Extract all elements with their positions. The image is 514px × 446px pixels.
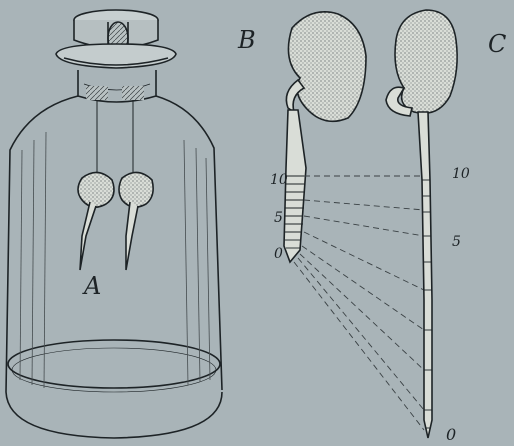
- seedling-a-right: [119, 172, 153, 270]
- label-a: A: [82, 272, 101, 300]
- seedling-a-left: [78, 172, 114, 270]
- jar-body: [6, 96, 222, 438]
- threads: [97, 100, 133, 180]
- correspondence-lines: [294, 176, 424, 430]
- label-c: C: [488, 30, 506, 58]
- jar-a: [6, 10, 222, 438]
- seedling-c-root: [418, 112, 432, 438]
- jar-glass-reflections: [20, 132, 210, 388]
- seedling-c-cotyledon: [395, 10, 457, 113]
- scale-c-label-0: 0: [446, 425, 456, 444]
- scale-b-label-0: 0: [274, 246, 283, 262]
- seedling-b-cotyledon: [288, 12, 366, 121]
- scale-c-label-5: 5: [452, 234, 461, 250]
- jar-neck: [78, 70, 156, 102]
- label-b: B: [237, 26, 256, 54]
- jar-rim: [56, 44, 176, 68]
- scale-b-label-5: 5: [274, 210, 283, 226]
- seedling-c: [386, 10, 457, 438]
- scale-c-label-10: 10: [452, 166, 470, 182]
- scale-b-label-10: 10: [270, 172, 288, 188]
